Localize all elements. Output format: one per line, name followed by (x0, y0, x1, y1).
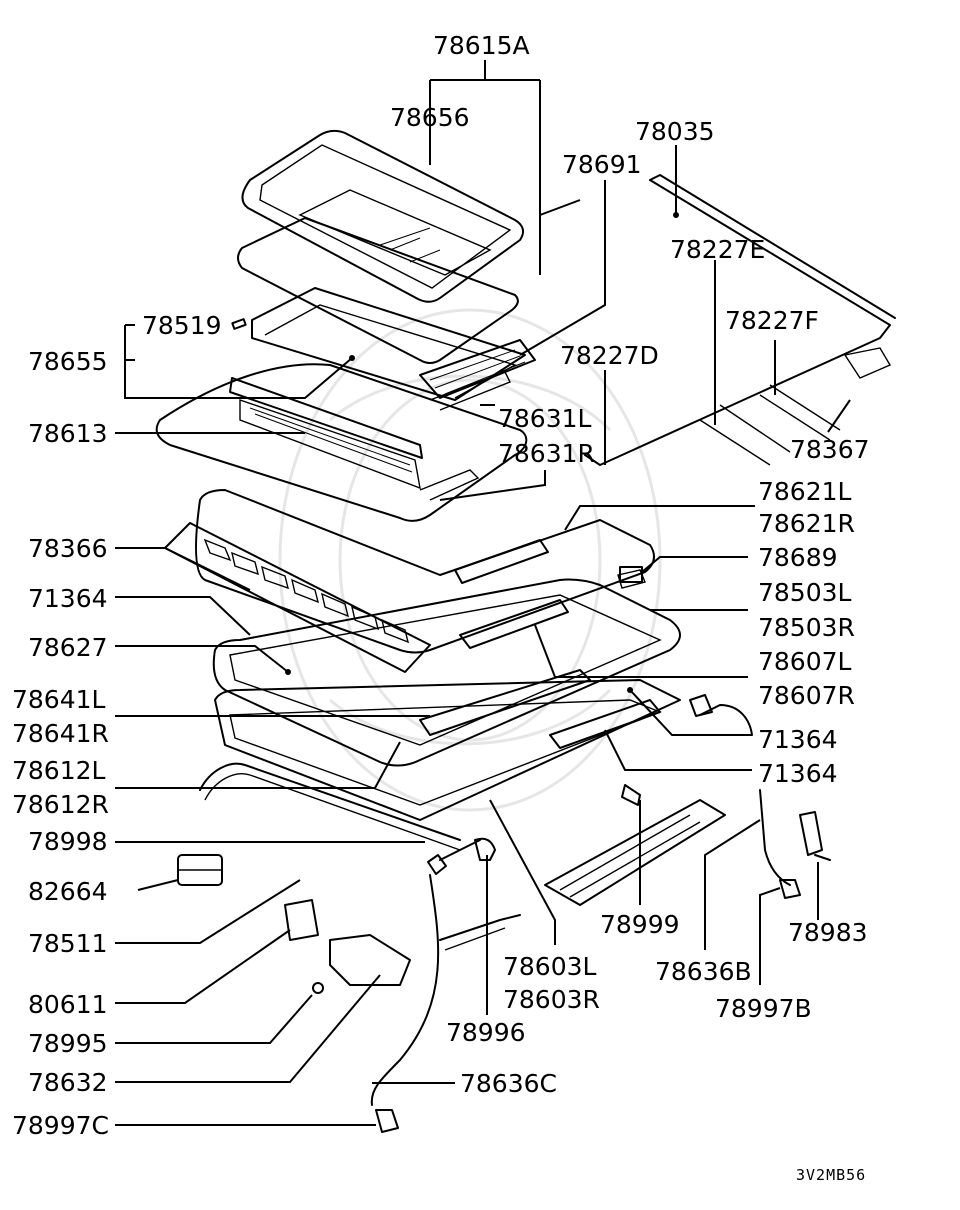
callout-78641R: 78641R (12, 719, 109, 748)
callout-78503R: 78503R (758, 613, 855, 642)
roof-panel-drawing (584, 174, 896, 466)
callout-78632: 78632 (28, 1068, 108, 1097)
callout-71364-c: 71364 (758, 759, 838, 788)
callout-78621L: 78621L (758, 477, 852, 506)
callout-78655: 78655 (28, 347, 108, 376)
callout-78997B: 78997B (715, 994, 812, 1023)
callout-78603L: 78603L (503, 952, 597, 981)
leader-lines (115, 60, 851, 1126)
callout-78613: 78613 (28, 419, 108, 448)
callout-78996: 78996 (446, 1018, 526, 1047)
callout-78227F: 78227F (725, 306, 819, 335)
callout-78999: 78999 (600, 910, 680, 939)
callout-78612R: 78612R (12, 790, 109, 819)
callout-78615A: 78615A (433, 31, 530, 60)
callout-80611: 80611 (28, 990, 108, 1019)
drive-cables-drawing (370, 704, 791, 1106)
callout-71364-a: 71364 (28, 584, 108, 613)
callout-82664: 82664 (28, 877, 108, 906)
callout-78607R: 78607R (758, 681, 855, 710)
sunshade-panel-drawing (231, 217, 536, 411)
callout-78689: 78689 (758, 543, 838, 572)
callout-78227E: 78227E (670, 235, 765, 264)
watermark-logo (278, 308, 662, 812)
callout-labels: 78615A 78656 78035 78691 78227E 78519 78… (12, 31, 870, 1140)
callout-71364-b: 71364 (758, 725, 838, 754)
callout-78998: 78998 (28, 827, 108, 856)
callout-78366: 78366 (28, 534, 108, 563)
diagram-code: 3V2MB56 (796, 1166, 866, 1184)
fittings-drawing (177, 566, 831, 1133)
glass-panel-drawing (241, 129, 525, 303)
callout-78631R: 78631R (498, 439, 595, 468)
callout-78983: 78983 (788, 918, 868, 947)
callout-78636C: 78636C (460, 1069, 557, 1098)
callout-78035: 78035 (635, 117, 715, 146)
callout-78997C: 78997C (12, 1111, 109, 1140)
callout-78691: 78691 (562, 150, 642, 179)
inner-frame-drawing (155, 363, 528, 522)
callout-78503L: 78503L (758, 578, 852, 607)
guide-rails-drawing (199, 762, 726, 951)
callout-78641L: 78641L (12, 685, 106, 714)
callout-78631L: 78631L (498, 404, 592, 433)
callout-78227D: 78227D (560, 341, 659, 370)
callout-78656: 78656 (390, 103, 470, 132)
callout-78995: 78995 (28, 1029, 108, 1058)
callout-78621R: 78621R (758, 509, 855, 538)
callout-78612L: 78612L (12, 756, 106, 785)
callout-78636B: 78636B (655, 957, 752, 986)
main-frame-drawing (164, 489, 681, 821)
callout-78367: 78367 (790, 435, 870, 464)
callout-78519: 78519 (142, 311, 222, 340)
callout-78607L: 78607L (758, 647, 852, 676)
callout-78603R: 78603R (503, 985, 600, 1014)
callout-78627: 78627 (28, 633, 108, 662)
callout-78511: 78511 (28, 929, 108, 958)
